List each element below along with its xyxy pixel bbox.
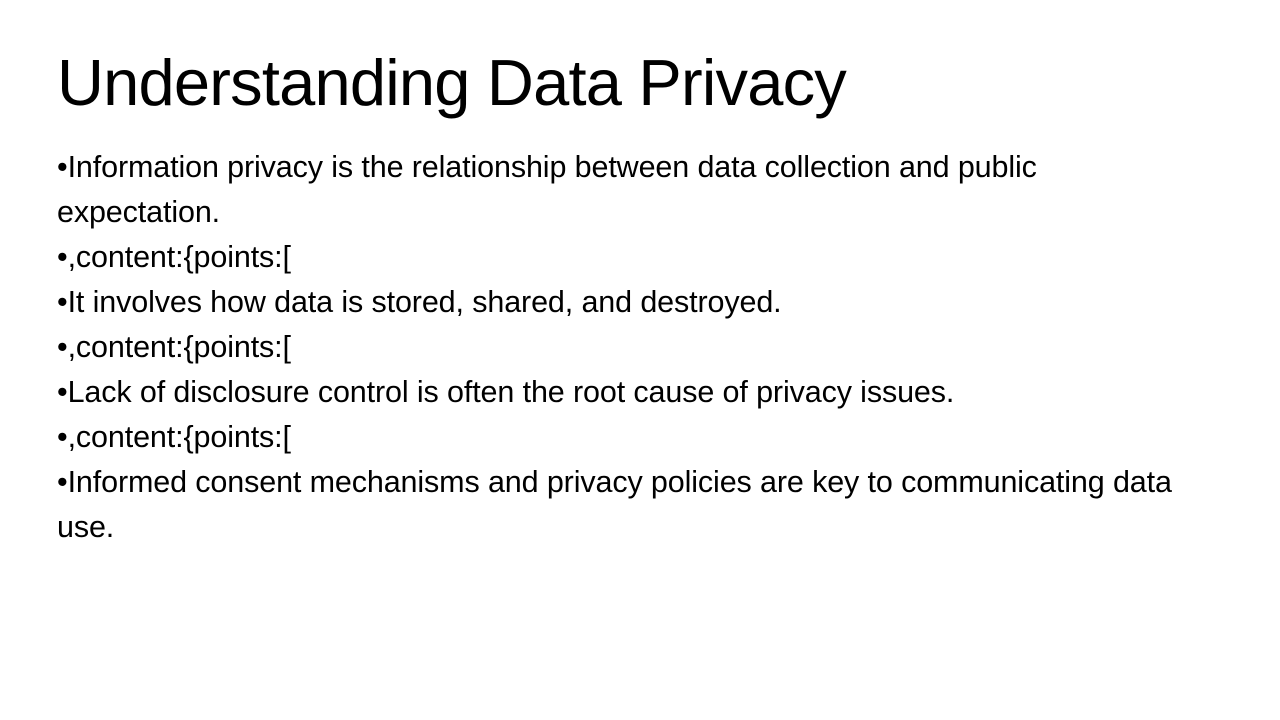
bullet-point-icon: • bbox=[57, 330, 68, 364]
bullet-point-icon: • bbox=[57, 285, 68, 319]
list-item-text: ,content:{points:[ bbox=[67, 240, 291, 274]
list-item: •,content:{points:[ bbox=[57, 235, 1192, 280]
list-item: •Lack of disclosure control is often the… bbox=[57, 370, 1192, 415]
list-item: •,content:{points:[ bbox=[57, 415, 1192, 460]
bullet-point-icon: • bbox=[57, 420, 68, 454]
bullet-list: •Information privacy is the relationship… bbox=[57, 145, 1192, 550]
list-item-text: ,content:{points:[ bbox=[67, 330, 291, 364]
list-item-text: It involves how data is stored, shared, … bbox=[67, 285, 782, 319]
list-item: •It involves how data is stored, shared,… bbox=[57, 280, 1192, 325]
page-title: Understanding Data Privacy bbox=[57, 46, 847, 119]
bullet-point-icon: • bbox=[57, 240, 68, 274]
list-item-text: ,content:{points:[ bbox=[67, 420, 291, 454]
list-item-text: Lack of disclosure control is often the … bbox=[67, 375, 955, 409]
list-item: •Informed consent mechanisms and privacy… bbox=[57, 460, 1192, 550]
list-item: •,content:{points:[ bbox=[57, 325, 1192, 370]
bullet-point-icon: • bbox=[57, 465, 68, 499]
list-item-text: Informed consent mechanisms and privacy … bbox=[57, 465, 1172, 544]
bullet-point-icon: • bbox=[57, 375, 68, 409]
list-item-text: Information privacy is the relationship … bbox=[57, 150, 1037, 229]
bullet-point-icon: • bbox=[57, 150, 68, 184]
list-item: •Information privacy is the relationship… bbox=[57, 145, 1192, 235]
